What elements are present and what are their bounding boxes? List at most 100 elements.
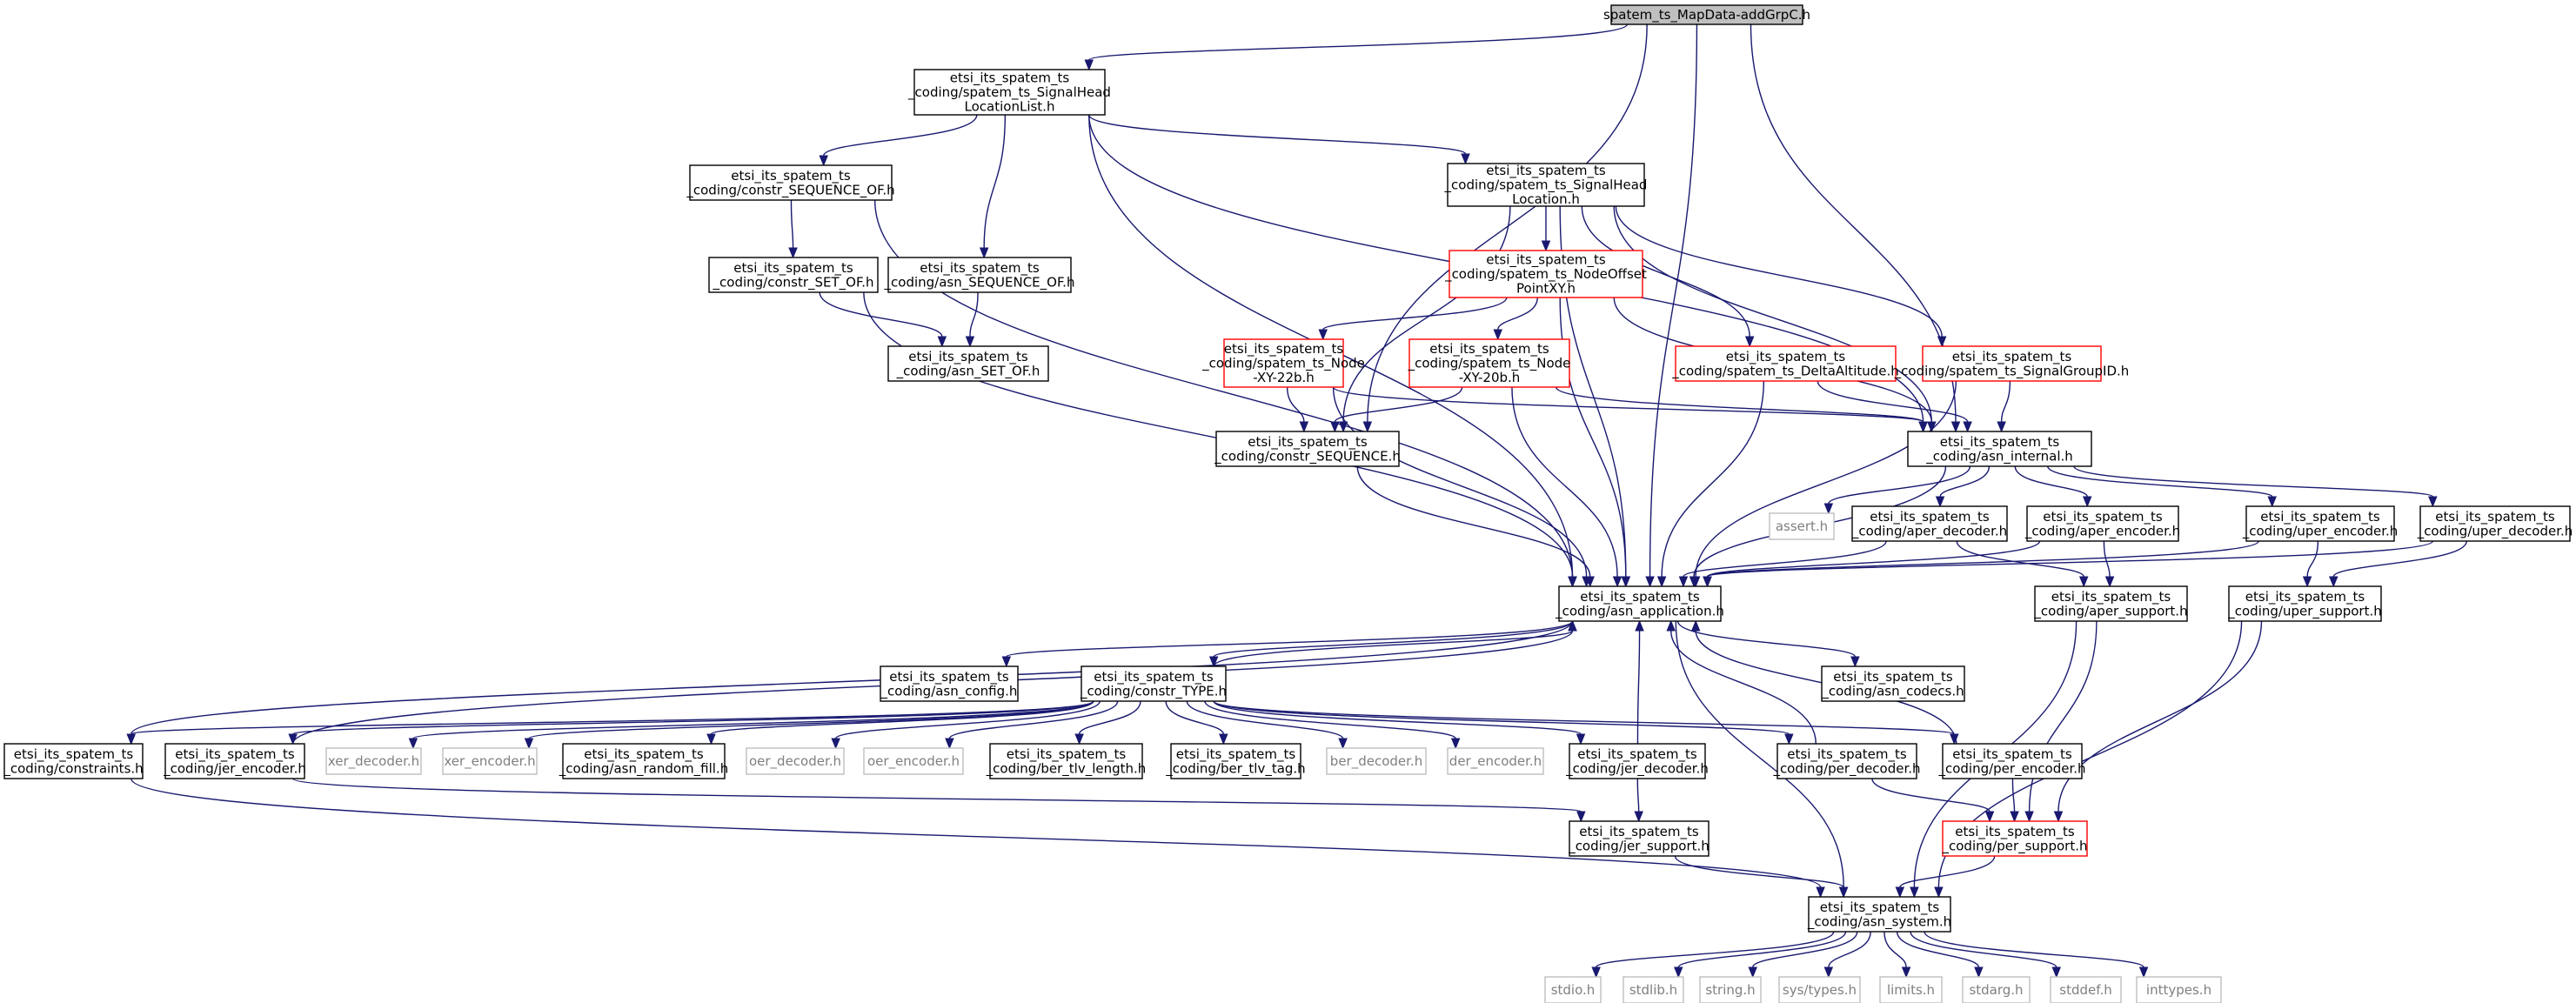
- node-uperdec[interactable]: etsi_its_spatem_ts_coding/uper_decoder.h: [2417, 505, 2573, 542]
- edge-arrowhead: [1997, 421, 2006, 433]
- node-box: [1879, 976, 1943, 1003]
- node-aconf[interactable]: etsi_its_spatem_ts_coding/asn_config.h: [880, 665, 1019, 702]
- edge-arrowhead: [1937, 336, 1947, 348]
- node-stddef: stddef.h: [2050, 976, 2122, 1003]
- node-jersup[interactable]: etsi_its_spatem_ts_coding/jer_support.h: [1568, 820, 1710, 857]
- node-jerdec[interactable]: etsi_its_spatem_ts_coding/jer_decoder.h: [1565, 743, 1709, 779]
- edge-asys-to-stdio: [1591, 931, 1835, 979]
- edge-line: [1828, 931, 1871, 968]
- node-aapp[interactable]: etsi_its_spatem_ts_coding/asn_applicatio…: [1555, 585, 1724, 622]
- edge-arrowhead: [1823, 503, 1834, 515]
- edge-line: [1924, 931, 2144, 968]
- edge-line: [1088, 23, 1629, 61]
- node-csetof[interactable]: etsi_its_spatem_ts_coding/constr_SET_OF.…: [708, 257, 879, 293]
- edge-line: [1322, 297, 1508, 331]
- edge-line: [1706, 540, 2041, 578]
- edge-uperdec-to-upersup: [2329, 540, 2467, 588]
- edge-arrowhead: [1634, 811, 1643, 823]
- node-cseqof[interactable]: etsi_its_spatem_ts_coding/constr_SEQUENC…: [686, 164, 895, 201]
- node-sgid[interactable]: etsi_its_spatem_ts_coding/spatem_ts_Sign…: [1894, 345, 2130, 382]
- node-n22b[interactable]: etsi_its_spatem_ts_coding/spatem_ts_Node…: [1201, 338, 1365, 388]
- node-label-line: _coding/asn_internal.h: [1925, 448, 2073, 465]
- node-box: [1942, 743, 2083, 779]
- edge-line: [1956, 540, 2084, 578]
- node-asys[interactable]: etsi_its_spatem_ts_coding/asn_system.h: [1807, 896, 1951, 933]
- node-btlvt[interactable]: etsi_its_spatem_ts_coding/ber_tlv_tag.h: [1165, 743, 1306, 779]
- edge-line: [1213, 700, 1582, 735]
- node-box: [164, 743, 305, 779]
- node-jerenc[interactable]: etsi_its_spatem_ts_coding/jer_encoder.h: [163, 743, 306, 779]
- edge-line: [1817, 380, 1969, 423]
- node-perenc[interactable]: etsi_its_spatem_ts_coding/per_encoder.h: [1937, 743, 2086, 779]
- node-apersup[interactable]: etsi_its_spatem_ts_coding/aper_support.h: [2033, 585, 2188, 622]
- edge-aseqof-to-asetof: [965, 291, 979, 348]
- edge-line: [1581, 205, 1750, 338]
- edge-arrowhead: [1935, 496, 1945, 508]
- node-label-line: _coding/per_support.h: [1942, 838, 2088, 854]
- edge-line: [291, 778, 1582, 812]
- node-box: [1215, 431, 1400, 467]
- edge-aperdec-to-aapp: [1678, 540, 1887, 588]
- node-aperdec[interactable]: etsi_its_spatem_ts_coding/aper_decoder.h: [1851, 505, 2008, 542]
- node-label-line: etsi_its_spatem_ts: [1486, 163, 1606, 179]
- edge-arrowhead: [1838, 886, 1849, 899]
- edge-arrowhead: [1984, 811, 1995, 823]
- node-uperenc[interactable]: etsi_its_spatem_ts_coding/uper_encoder.h: [2242, 505, 2399, 542]
- edge-n20b-to-cseq: [1330, 386, 1463, 433]
- edge-line: [1683, 540, 1887, 578]
- node-shll[interactable]: etsi_its_spatem_ts_coding/spatem_ts_Sign…: [907, 69, 1111, 116]
- edge-shl-to-sgid: [1615, 205, 1947, 348]
- edge-line: [1828, 465, 1971, 505]
- edge-line: [1332, 386, 1588, 578]
- node-n20b[interactable]: etsi_its_spatem_ts_coding/spatem_ts_Node…: [1408, 338, 1571, 388]
- edge-line: [1695, 380, 1957, 578]
- edge-arrowhead: [1901, 966, 1911, 979]
- node-btlvl[interactable]: etsi_its_spatem_ts_coding/ber_tlv_length…: [986, 743, 1147, 779]
- node-persup[interactable]: etsi_its_spatem_ts_coding/per_support.h: [1942, 820, 2088, 857]
- edge-line: [1204, 700, 1456, 739]
- edge-line: [1883, 931, 1907, 968]
- node-label-line: etsi_its_spatem_ts: [950, 70, 1070, 87]
- node-box: [1408, 338, 1570, 388]
- node-label-line: etsi_its_spatem_ts: [2260, 509, 2380, 525]
- node-box: [3, 743, 144, 779]
- node-nopxy[interactable]: etsi_its_spatem_ts_coding/spatem_ts_Node…: [1444, 250, 1647, 298]
- node-cseq[interactable]: etsi_its_spatem_ts_coding/constr_SEQUENC…: [1214, 431, 1401, 467]
- node-aperenc[interactable]: etsi_its_spatem_ts_coding/aper_encoder.h: [2024, 505, 2180, 542]
- edge-arrowhead: [1493, 329, 1502, 341]
- node-constr[interactable]: etsi_its_spatem_ts_coding/constraints.h: [3, 743, 144, 779]
- node-label-line: _coding/aper_decoder.h: [1851, 523, 2007, 539]
- node-aseqof[interactable]: etsi_its_spatem_ts_coding/asn_SEQUENCE_O…: [884, 257, 1075, 293]
- node-perdec[interactable]: etsi_its_spatem_ts_coding/per_decoder.h: [1772, 743, 1921, 779]
- node-shl[interactable]: etsi_its_spatem_ts_coding/spatem_ts_Sign…: [1444, 163, 1648, 207]
- edge-upersup-to-persup: [2053, 620, 2263, 823]
- edge-ctype-to-btlvt: [1165, 700, 1228, 746]
- node-acodecs[interactable]: etsi_its_spatem_ts_coding/asn_codecs.h: [1821, 665, 1965, 702]
- edge-sgid-to-aint: [1997, 380, 2011, 433]
- edge-arrowhead: [1621, 576, 1631, 588]
- edge-line: [130, 620, 1574, 735]
- edge-line: [2047, 465, 2273, 498]
- node-label-line: etsi_its_spatem_ts: [889, 669, 1009, 685]
- node-berdec: ber_decoder.h: [1326, 747, 1427, 775]
- edge-asys-to-string: [1748, 931, 1858, 979]
- node-box: [746, 747, 845, 775]
- edge-arrowhead: [831, 738, 840, 750]
- edge-arrowhead: [1219, 733, 1228, 746]
- edge-line: [710, 700, 1094, 735]
- node-ctype[interactable]: etsi_its_spatem_ts_coding/constr_TYPE.h: [1080, 665, 1227, 702]
- edge-persup-to-asys: [1895, 855, 1996, 899]
- node-label-line: etsi_its_spatem_ts: [1726, 349, 1846, 365]
- node-upersup[interactable]: etsi_its_spatem_ts_coding/uper_support.h: [2227, 585, 2382, 622]
- node-arf[interactable]: etsi_its_spatem_ts_coding/asn_random_fil…: [559, 743, 728, 779]
- node-box: [1610, 4, 1803, 25]
- edge-uperenc-to-upersup: [2302, 540, 2319, 588]
- edge-aperenc-to-apersup: [2103, 540, 2115, 588]
- edge-arrowhead: [2138, 966, 2149, 979]
- edge-arrowhead: [2078, 576, 2089, 588]
- node-dalt[interactable]: etsi_its_spatem_ts_coding/spatem_ts_Delt…: [1671, 345, 1899, 382]
- node-root[interactable]: spatem_ts_MapData-addGrpC.h: [1603, 4, 1810, 25]
- node-aint[interactable]: etsi_its_spatem_ts_coding/asn_internal.h: [1907, 431, 2092, 467]
- node-asetof[interactable]: etsi_its_spatem_ts_coding/asn_SET_OF.h: [887, 345, 1049, 382]
- edge-line: [1670, 630, 1817, 745]
